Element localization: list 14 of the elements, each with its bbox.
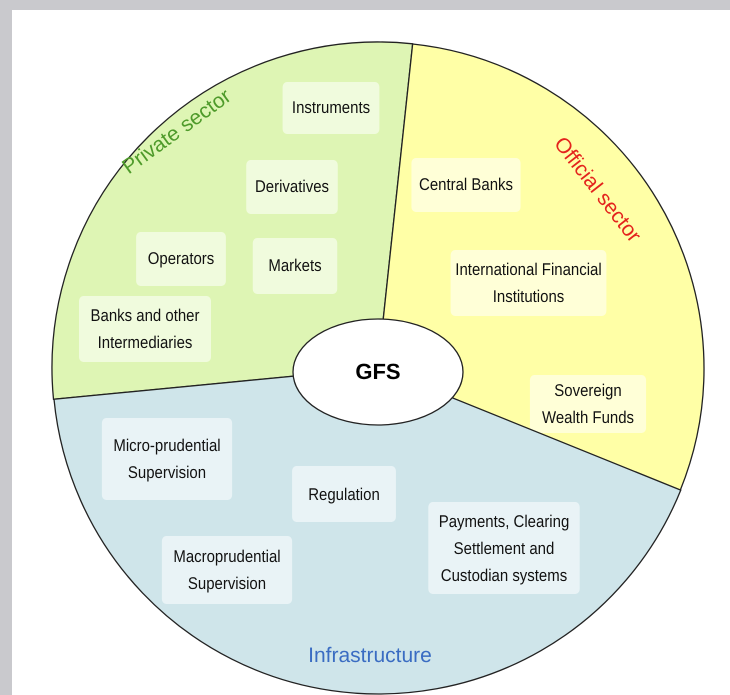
label-box: Instruments	[282, 82, 380, 134]
label-box: Derivatives	[246, 160, 338, 214]
sector-heading: Infrastructure	[308, 644, 432, 668]
label-box: Sovereign Wealth Funds	[530, 374, 646, 433]
label-box: Central Banks	[411, 158, 521, 212]
label-box: Macroprudential Supervision	[162, 536, 292, 604]
label-box: Markets	[252, 238, 338, 294]
label-box: International Financial Institutions	[450, 250, 606, 316]
center-label: GFS	[355, 359, 401, 385]
label-box: Regulation	[292, 466, 396, 522]
label-box: Operators	[136, 232, 226, 286]
label-box: Banks and other Intermediaries	[78, 296, 211, 362]
label-box: Micro-prudential Supervision	[102, 418, 232, 500]
label-box: Payments, Clearing Settlement and Custodian systems	[428, 502, 580, 594]
